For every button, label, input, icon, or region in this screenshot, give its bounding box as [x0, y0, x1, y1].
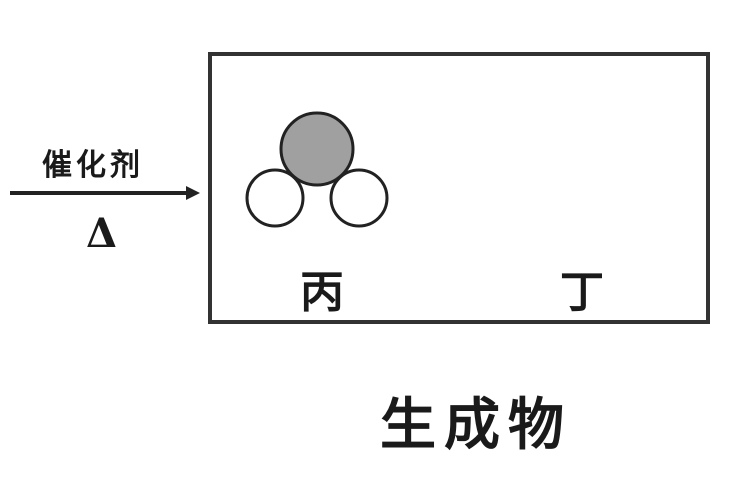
product-label-bing: 丙 — [300, 267, 344, 318]
heat-symbol: Δ — [86, 210, 118, 257]
products-box: 丙 丁 — [208, 52, 710, 324]
outer-atom-left — [245, 168, 305, 228]
catalyst-label: 催化剂 — [42, 148, 144, 183]
products-caption: 生成物 — [380, 392, 572, 458]
molecule-bing — [245, 111, 389, 228]
reaction-arrow-head — [186, 186, 200, 200]
product-label-ding: 丁 — [560, 267, 604, 318]
outer-atom-right — [329, 168, 389, 228]
central-atom — [279, 111, 355, 187]
